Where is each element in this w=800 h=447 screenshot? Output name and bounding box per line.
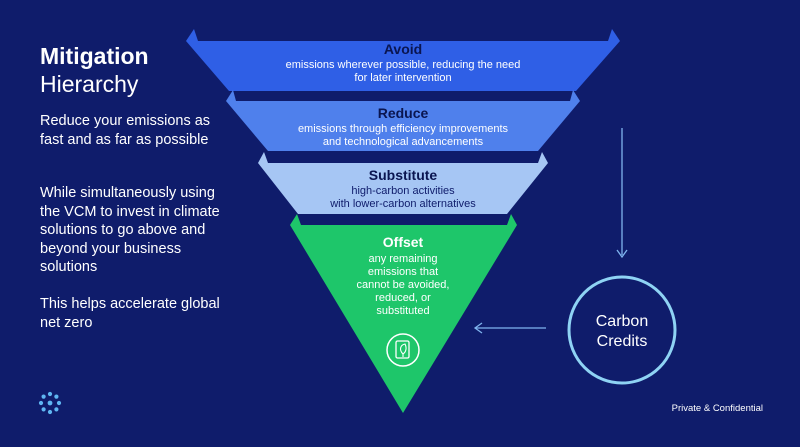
band-offset-shape bbox=[290, 214, 517, 413]
band-avoid-title: Avoid bbox=[384, 41, 422, 57]
band-reduce: Reduce emissions through efficiency impr… bbox=[226, 90, 580, 151]
carbon-credits-line-2: Credits bbox=[597, 333, 648, 350]
carbon-credits-line-1: Carbon bbox=[596, 313, 648, 330]
band-reduce-shape bbox=[226, 90, 580, 151]
band-avoid-desc-2: for later intervention bbox=[354, 72, 451, 84]
band-reduce-desc-1: emissions through efficiency improvement… bbox=[298, 123, 509, 135]
band-offset-desc-3: cannot be avoided, bbox=[357, 279, 450, 291]
band-reduce-title: Reduce bbox=[378, 105, 429, 121]
leaf-document-icon bbox=[386, 333, 420, 367]
band-offset-title: Offset bbox=[383, 234, 424, 250]
band-substitute: Substitute high-carbon activities with l… bbox=[258, 152, 548, 214]
carbon-credits-circle: Carbon Credits bbox=[567, 275, 677, 385]
band-offset-desc-4: reduced, or bbox=[375, 292, 431, 304]
band-reduce-desc-2: and technological advancements bbox=[323, 136, 484, 148]
band-avoid-shape bbox=[186, 29, 620, 91]
arrow-left bbox=[473, 322, 546, 334]
band-offset-desc-2: emissions that bbox=[368, 266, 438, 278]
band-substitute-shape bbox=[258, 152, 548, 214]
page-title: Mitigation Hierarchy bbox=[40, 42, 149, 98]
band-offset-desc-5: substituted bbox=[376, 305, 429, 317]
band-avoid-desc-1: emissions wherever possible, reducing th… bbox=[286, 59, 521, 71]
paragraph-reduce: Reduce your emissions as fast and as far… bbox=[40, 113, 211, 148]
band-substitute-title: Substitute bbox=[369, 167, 438, 183]
band-avoid: Avoid emissions wherever possible, reduc… bbox=[186, 29, 620, 91]
arrow-down bbox=[616, 128, 628, 259]
band-offset: Offset any remaining emissions that cann… bbox=[290, 214, 517, 413]
band-substitute-desc-1: high-carbon activities bbox=[351, 185, 455, 197]
band-offset-desc-1: any remaining bbox=[368, 253, 437, 265]
paragraph-vcm: While simultaneously using the VCM to in… bbox=[40, 185, 220, 275]
footer-confidential: Private & Confidential bbox=[671, 403, 763, 414]
title-bold: Mitigation bbox=[40, 43, 149, 69]
band-substitute-desc-2: with lower-carbon alternatives bbox=[329, 198, 476, 210]
paragraph-net-zero: This helps accelerate global net zero bbox=[40, 296, 220, 331]
dot-cluster-logo-icon bbox=[38, 391, 62, 415]
title-light: Hierarchy bbox=[40, 71, 139, 97]
